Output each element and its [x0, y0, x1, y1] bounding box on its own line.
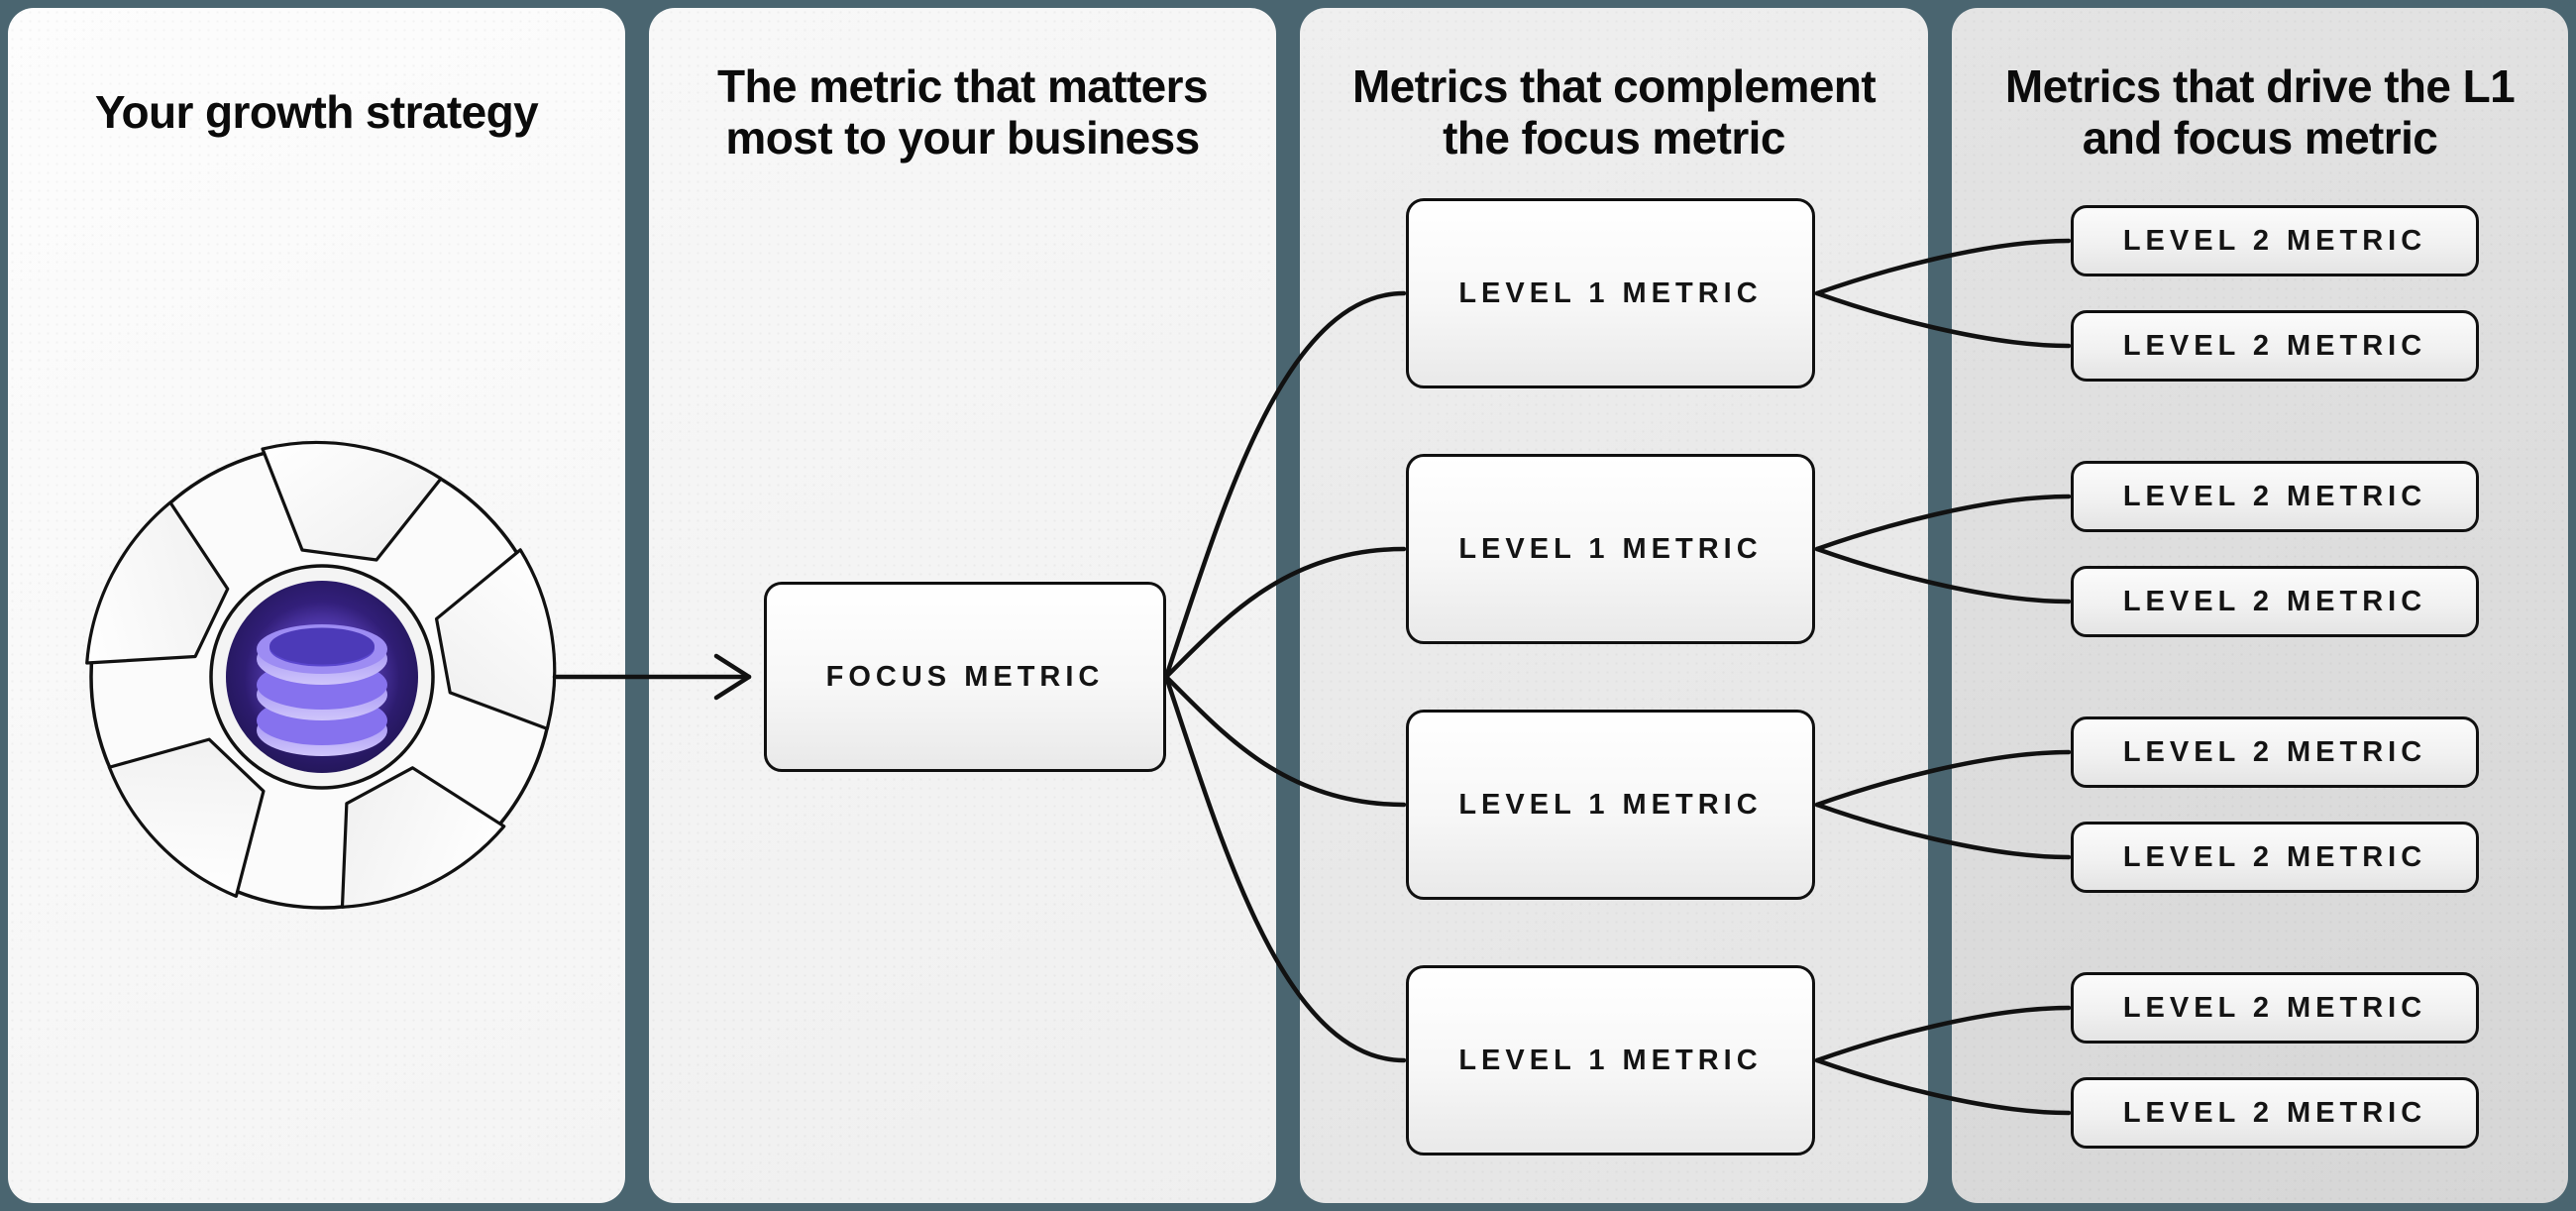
panel-title-level1: Metrics that complement the focus metric	[1300, 59, 1928, 165]
level2-metric-box: LEVEL 2 METRIC	[2071, 566, 2479, 637]
focus-metric-box: FOCUS METRIC	[764, 582, 1166, 772]
database-icon	[257, 624, 387, 756]
level2-metric-box: LEVEL 2 METRIC	[2071, 461, 2479, 532]
level2-metric-box: LEVEL 2 METRIC	[2071, 716, 2479, 788]
title-line: Metrics that drive the L1	[2004, 60, 2516, 112]
panel-growth-strategy: Your growth strategy	[8, 8, 625, 1203]
title-line: and focus metric	[2082, 112, 2438, 164]
panel-level2-metrics: Metrics that drive the L1 and focus metr…	[1952, 8, 2568, 1203]
panel-level1-metrics: Metrics that complement the focus metric…	[1300, 8, 1928, 1203]
title-line: The metric that matters	[717, 60, 1209, 112]
panel-title-growth-strategy: Your growth strategy	[8, 59, 625, 165]
level2-metric-box: LEVEL 2 METRIC	[2071, 205, 2479, 276]
flywheel-blades	[85, 440, 557, 909]
title-line: the focus metric	[1443, 112, 1785, 164]
level1-metric-box: LEVEL 1 METRIC	[1406, 198, 1815, 388]
title-line: most to your business	[725, 112, 1200, 164]
panel-focus-metric: The metric that matters most to your bus…	[649, 8, 1276, 1203]
panel-title-level2: Metrics that drive the L1 and focus metr…	[1952, 59, 2568, 165]
level1-metric-box: LEVEL 1 METRIC	[1406, 454, 1815, 644]
title-line: Metrics that complement	[1351, 60, 1877, 112]
level1-metric-box: LEVEL 1 METRIC	[1406, 710, 1815, 900]
level2-metric-box: LEVEL 2 METRIC	[2071, 972, 2479, 1044]
level1-metric-box: LEVEL 1 METRIC	[1406, 965, 1815, 1156]
level2-metric-box: LEVEL 2 METRIC	[2071, 310, 2479, 382]
title-line: Your growth strategy	[94, 86, 539, 138]
flywheel-database-icon	[85, 440, 557, 910]
level2-metric-box: LEVEL 2 METRIC	[2071, 822, 2479, 893]
panel-title-focus-metric: The metric that matters most to your bus…	[649, 59, 1276, 165]
level2-metric-box: LEVEL 2 METRIC	[2071, 1077, 2479, 1149]
